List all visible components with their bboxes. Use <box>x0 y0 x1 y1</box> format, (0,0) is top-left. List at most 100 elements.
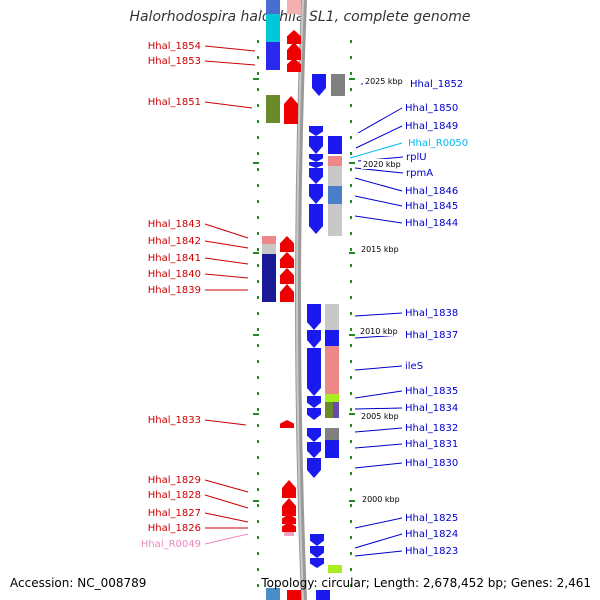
forward-gene-arrow <box>280 236 294 252</box>
gene-label-hhal-1823[interactable]: Hhal_1823 <box>405 546 458 557</box>
tick-mark <box>350 568 352 571</box>
reverse-gene-arrow <box>309 204 323 234</box>
leader-line-hhal-1850 <box>357 107 403 134</box>
gene-label-hhal-1846[interactable]: Hhal_1846 <box>405 186 458 197</box>
gene-label-hhal-1835[interactable]: Hhal_1835 <box>405 386 458 397</box>
gene-label-iles[interactable]: ileS <box>405 361 423 372</box>
tick-marks <box>253 40 355 587</box>
tick-mark <box>350 72 352 75</box>
reverse-gene-arrow <box>307 330 321 348</box>
tick-mark <box>350 168 352 171</box>
major-tick <box>349 162 355 164</box>
gene-label-hhal-1843[interactable]: Hhal_1843 <box>148 219 201 230</box>
cds-block <box>266 14 280 42</box>
leader-line-hhal-1828 <box>204 494 249 509</box>
gene-label-hhal-1851[interactable]: Hhal_1851 <box>148 97 201 108</box>
tick-mark <box>350 200 352 203</box>
gene-label-hhal-1828[interactable]: Hhal_1828 <box>148 490 201 501</box>
tick-mark <box>350 440 352 443</box>
cds-block <box>325 330 339 346</box>
gene-label-hhal-1853[interactable]: Hhal_1853 <box>148 56 201 67</box>
reverse-gene-arrow <box>307 396 321 408</box>
topology-summary: Topology: circular; Length: 2,678,452 bp… <box>261 576 591 590</box>
rrna-block <box>328 156 342 166</box>
major-tick <box>349 500 355 502</box>
gene-label-hhal-r0050[interactable]: Hhal_R0050 <box>408 138 468 149</box>
cds-block <box>262 236 276 244</box>
tick-mark <box>257 344 259 347</box>
tick-mark <box>350 56 352 59</box>
gene-label-hhal-1854[interactable]: Hhal_1854 <box>148 41 201 52</box>
gene-label-hhal-1838[interactable]: Hhal_1838 <box>405 308 458 319</box>
tick-mark <box>350 136 352 139</box>
gene-label-hhal-1832[interactable]: Hhal_1832 <box>405 423 458 434</box>
leader-line-hhal-1840 <box>204 273 249 279</box>
kbp-label-bg <box>359 244 403 254</box>
cds-block <box>325 440 339 458</box>
gene-label-hhal-1831[interactable]: Hhal_1831 <box>405 439 458 450</box>
leader-line-hhal-1824 <box>354 533 403 549</box>
forward-gene-arrow <box>284 96 298 124</box>
kbp-label: 2015 kbp <box>361 245 399 254</box>
tick-mark <box>350 472 352 475</box>
tick-mark <box>257 184 259 187</box>
tick-mark <box>257 472 259 475</box>
cds-block <box>325 402 333 418</box>
tick-mark <box>257 536 259 539</box>
gene-label-hhal-1827[interactable]: Hhal_1827 <box>148 508 201 519</box>
gene-label-hhal-1829[interactable]: Hhal_1829 <box>148 475 201 486</box>
gene-label-hhal-1845[interactable]: Hhal_1845 <box>405 201 458 212</box>
leader-line-hhal-1835 <box>354 390 403 399</box>
gene-label-hhal-1850[interactable]: Hhal_1850 <box>405 103 458 114</box>
reverse-gene-arrow <box>309 126 323 136</box>
tick-mark <box>350 552 352 555</box>
reverse-gene-arrow <box>310 534 324 546</box>
cds-block <box>266 56 280 70</box>
tick-mark <box>257 72 259 75</box>
tick-mark <box>350 376 352 379</box>
forward-gene-arrow <box>282 498 296 516</box>
cds-block <box>333 402 339 418</box>
tick-mark <box>257 120 259 123</box>
gene-label-hhal-1852[interactable]: Hhal_1852 <box>410 79 463 90</box>
gene-label-hhal-1842[interactable]: Hhal_1842 <box>148 236 201 247</box>
tick-mark <box>350 312 352 315</box>
gene-label-hhal-1825[interactable]: Hhal_1825 <box>405 513 458 524</box>
gene-label-rplu[interactable]: rplU <box>406 152 427 163</box>
tick-mark <box>350 88 352 91</box>
cds-block <box>266 42 280 56</box>
leader-line-hhal-1845 <box>354 195 403 207</box>
major-tick <box>349 252 355 254</box>
reverse-gene-arrow <box>307 458 321 478</box>
gene-label-hhal-1840[interactable]: Hhal_1840 <box>148 269 201 280</box>
reverse-gene-arrow <box>307 428 321 442</box>
partial-cds-block <box>266 0 280 14</box>
tick-mark <box>257 136 259 139</box>
tick-mark <box>257 152 259 155</box>
cds-block <box>328 186 342 204</box>
tick-mark <box>257 216 259 219</box>
gene-label-hhal-1849[interactable]: Hhal_1849 <box>405 121 458 132</box>
gene-label-hhal-1841[interactable]: Hhal_1841 <box>148 253 201 264</box>
gene-label-hhal-1839[interactable]: Hhal_1839 <box>148 285 201 296</box>
gene-label-hhal-1844[interactable]: Hhal_1844 <box>405 218 458 229</box>
forward-gene-arrow <box>280 268 294 284</box>
gene-label-hhal-1824[interactable]: Hhal_1824 <box>405 529 458 540</box>
tick-mark <box>350 424 352 427</box>
kbp-label: 2005 kbp <box>361 412 399 421</box>
tick-mark <box>350 152 352 155</box>
gene-label-hhal-1830[interactable]: Hhal_1830 <box>405 458 458 469</box>
gene-label-rpma[interactable]: rpmA <box>406 168 433 179</box>
cds-block <box>325 394 339 402</box>
gene-label-hhal-1833[interactable]: Hhal_1833 <box>148 415 201 426</box>
gene-label-hhal-1826[interactable]: Hhal_1826 <box>148 523 201 534</box>
gene-label-hhal-1837[interactable]: Hhal_1837 <box>405 330 458 341</box>
gene-label-hhal-1834[interactable]: Hhal_1834 <box>405 403 458 414</box>
gene-features <box>262 0 345 600</box>
leader-line-hhal-1823 <box>354 550 403 557</box>
cds-block <box>331 74 345 96</box>
tick-mark <box>350 232 352 235</box>
forward-gene-arrow <box>282 522 296 532</box>
tick-mark <box>350 216 352 219</box>
gene-label-hhal-r0049[interactable]: Hhal_R0049 <box>141 539 201 550</box>
